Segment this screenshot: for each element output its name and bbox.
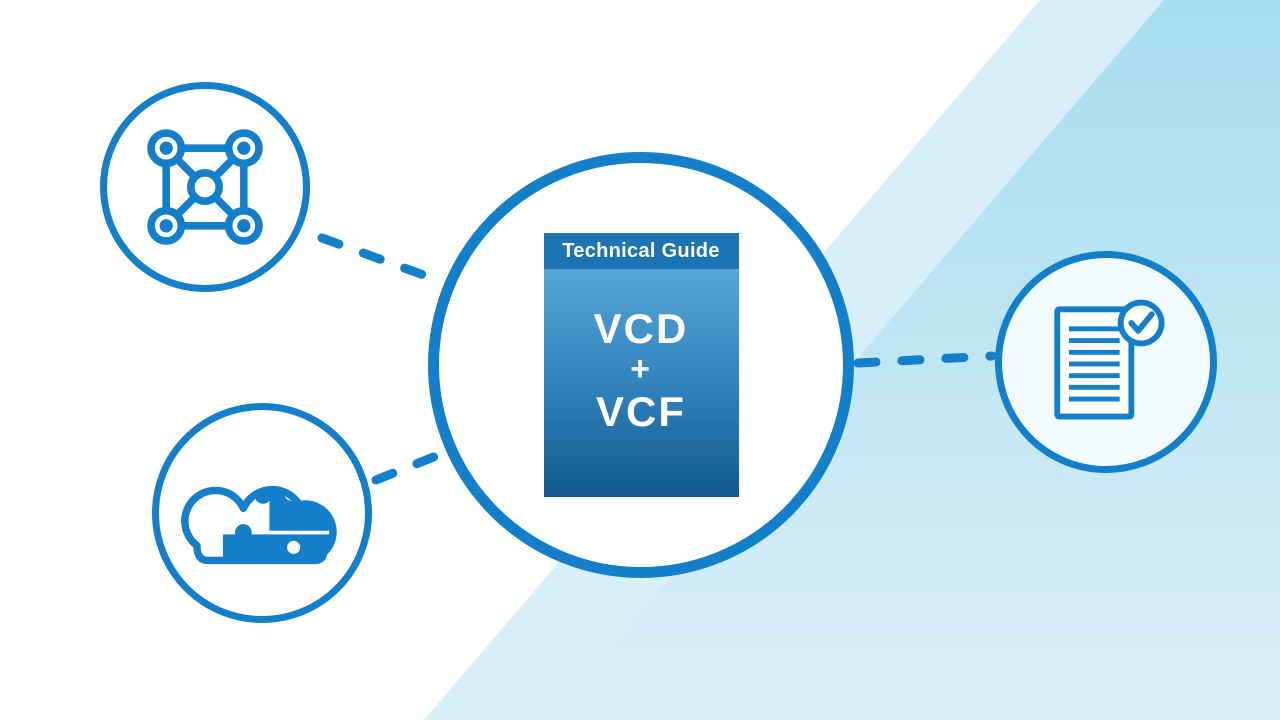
- check-mark: [1128, 311, 1155, 334]
- document-node-circle: [995, 251, 1217, 473]
- guide-cover: Technical Guide VCD + VCF: [543, 233, 739, 497]
- connector-cloud-to-guide: [371, 447, 451, 485]
- connector-guide-to-document: [853, 351, 997, 368]
- cover-title-line-vcd: VCD: [593, 304, 689, 352]
- cloud-puzzle-icon: [181, 485, 337, 565]
- network-cluster-icon: [147, 129, 263, 245]
- guide-cover-title-block: VCD + VCF: [543, 269, 739, 497]
- cloud-node-circle: [152, 403, 372, 623]
- cover-title-line-vcf: VCF: [596, 387, 686, 435]
- guide-cover-header: Technical Guide: [543, 233, 739, 269]
- cover-title-line-plus: +: [630, 350, 652, 389]
- guide-node-circle: Technical Guide VCD + VCF: [428, 152, 854, 578]
- connector-network-to-guide: [317, 233, 445, 286]
- document-check-icon: [1054, 299, 1165, 420]
- network-node-circle: [100, 82, 310, 292]
